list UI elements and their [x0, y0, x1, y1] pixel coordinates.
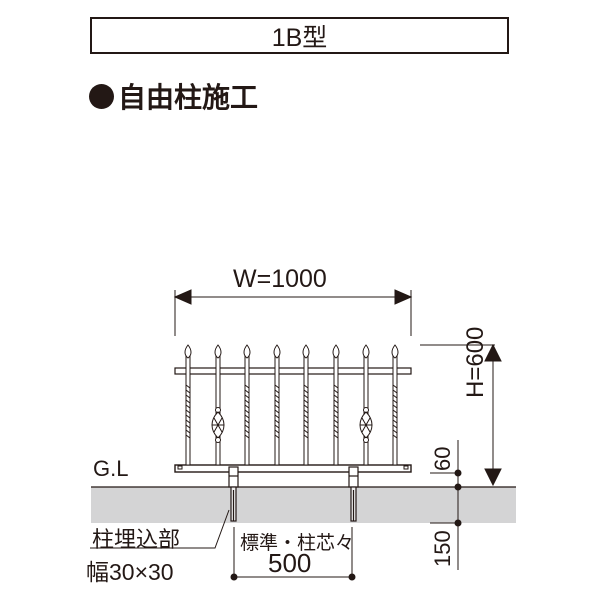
- post-embed-label: 柱埋込部: [92, 527, 181, 552]
- post-left: [228, 466, 239, 522]
- bullet-icon: [89, 83, 114, 109]
- embed-depth-label: 150: [430, 530, 455, 567]
- post-spacing-dimension: [230, 527, 356, 581]
- arrow-down-icon: [484, 468, 502, 487]
- bottom-rail: [174, 464, 412, 473]
- arrow-up-icon: [484, 343, 502, 362]
- section-title: 自由柱施工: [118, 82, 259, 113]
- post-spacing-label: 標準・柱芯々: [240, 533, 355, 554]
- picket-decorated: [359, 344, 373, 466]
- clearance-label: 60: [430, 446, 455, 471]
- picket: [302, 344, 310, 466]
- picket: [391, 344, 399, 466]
- model-title-box: 1B型: [90, 17, 509, 54]
- arrow-left-icon: [173, 289, 192, 305]
- picket: [332, 344, 340, 466]
- ground-band: [91, 487, 516, 523]
- embed-leader-line: [90, 509, 230, 549]
- arrow-right-icon: [394, 289, 413, 305]
- picket: [243, 344, 251, 466]
- picket: [273, 344, 281, 466]
- post-right: [348, 466, 359, 522]
- vertical-dimension-chain: [430, 440, 462, 570]
- ground-line-label: G.L: [93, 456, 129, 481]
- picket-decorated: [211, 344, 225, 466]
- model-label: 1B型: [271, 23, 328, 52]
- post-embed-size-label: 幅30×30: [86, 559, 174, 585]
- picket: [184, 344, 192, 466]
- top-rail: [174, 367, 412, 375]
- width-dimension: [173, 289, 413, 336]
- width-label: W=1000: [233, 265, 327, 293]
- section-heading: 自由柱施工: [89, 76, 258, 116]
- height-dimension: [420, 343, 502, 487]
- height-label: H=600: [462, 326, 489, 398]
- pickets: [184, 344, 399, 466]
- post-spacing-value: 500: [268, 548, 312, 578]
